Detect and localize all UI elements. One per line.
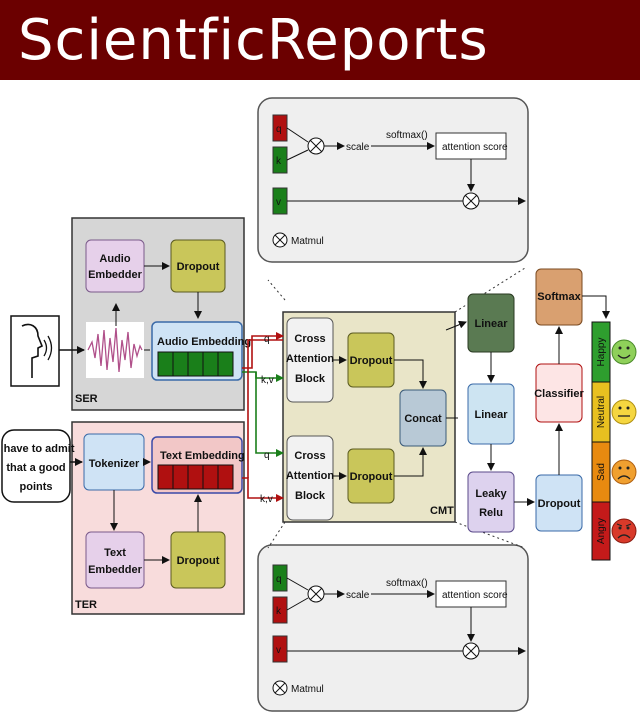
audio-embedder-box [85, 239, 145, 293]
cmt-panel: CMT Cross Attention Block Dropout Cross … [282, 311, 456, 523]
scale-label-bottom: scale [346, 590, 370, 601]
leaky-relu-line2: Relu [479, 507, 503, 519]
softmax-label: Softmax [537, 291, 581, 303]
leaky-relu-box [467, 471, 515, 533]
classification-head: Linear Linear Leaky Relu Dropout Classif… [467, 268, 610, 533]
v-input-bottom [272, 635, 288, 663]
emotion-label-neutral: Neutral [596, 396, 607, 428]
matmul-node-bottom [462, 642, 480, 660]
cmt-dropout-bottom-label: Dropout [350, 471, 393, 483]
q-input-top [272, 114, 288, 142]
ser-dropout-label: Dropout [177, 261, 220, 273]
journal-banner: ScientficReports [0, 0, 640, 80]
k-label-bottom: k [276, 606, 282, 617]
emotion-label-angry: Angry [596, 518, 607, 544]
linear-label-2: Linear [474, 409, 508, 421]
audio-embedding-vector [157, 351, 234, 377]
text-to-cmt-arrows [242, 339, 284, 502]
sad-face-icon [611, 459, 637, 485]
cmt-dropout-top-label: Dropout [350, 355, 393, 367]
text-embedder-box [85, 531, 145, 589]
text-embedding-label: Text Embedding [160, 450, 245, 462]
happy-face-icon [611, 339, 637, 365]
audio-embedder-line2: Embedder [88, 269, 143, 281]
ser-panel: SER Audio Embedder Dropout Audio Embeddi… [71, 217, 251, 411]
multiply-icon-top [307, 137, 325, 155]
input-text-line3: points [20, 481, 53, 493]
speaker-icon [10, 315, 60, 387]
matmul-legend-bottom: Matmul [291, 684, 324, 695]
classifier-label: Classifier [534, 388, 584, 400]
input-text-box: I have to admit that a good points [0, 429, 75, 503]
v-label-bottom: v [276, 645, 281, 656]
emotion-scale: Happy Neutral Sad Angry [591, 321, 637, 561]
ter-dropout-label: Dropout [177, 555, 220, 567]
multiply-icon-bottom [307, 585, 325, 603]
architecture-diagram: q k v scale softmax() attention score Ma… [0, 97, 637, 712]
neutral-face-icon [611, 399, 637, 425]
v-label-top: v [276, 197, 281, 208]
attention-score-label-bottom: attention score [442, 590, 508, 601]
q-arrow-label-bottom: q [264, 450, 270, 461]
attention-score-box-top [435, 132, 507, 160]
cross-attention-top-line1: Cross [294, 333, 325, 345]
kv-arrow-label-top: k,v [261, 375, 274, 386]
audio-to-cmt-arrows [242, 332, 284, 457]
cross-attention-bottom-line3: Block [295, 490, 326, 502]
emotion-bar-angry [591, 501, 611, 561]
text-embedder-line2: Embedder [88, 564, 143, 576]
linear-label-1: Linear [474, 318, 508, 330]
leaky-relu-line1: Leaky [475, 488, 507, 500]
text-embedder-line1: Text [104, 547, 126, 559]
cross-attention-top-line3: Block [295, 373, 326, 385]
cross-attention-top-line2: Attention [286, 353, 335, 365]
cross-attention-bottom-line2: Attention [286, 470, 335, 482]
q-label-bottom: q [276, 574, 282, 585]
matmul-legend-top: Matmul [291, 236, 324, 247]
q-label-top: q [276, 124, 282, 135]
ter-label: TER [75, 599, 97, 611]
scale-label-top: scale [346, 142, 370, 153]
cmt-label: CMT [430, 505, 454, 517]
k-label-top: k [276, 156, 282, 167]
matmul-legend-icon-top [272, 232, 288, 248]
input-text-line1: I have to admit [0, 443, 75, 455]
audio-embedding-label: Audio Embedding [157, 336, 251, 348]
attention-score-label-top: attention score [442, 142, 508, 153]
journal-title: ScientficReports [18, 8, 489, 73]
kv-arrow-label-bottom: k,v [260, 494, 273, 505]
waveform-icon [86, 322, 144, 378]
input-text-line2: that a good [6, 462, 65, 474]
matmul-legend-icon-bottom [272, 680, 288, 696]
tokenizer-label: Tokenizer [89, 458, 140, 470]
cross-attention-block-bottom [286, 435, 334, 521]
attention-panel-top: q k v scale softmax() attention score Ma… [257, 97, 529, 263]
softmax-label-top: softmax() [386, 130, 428, 141]
emotion-label-sad: Sad [596, 463, 607, 481]
emotion-label-happy: Happy [596, 338, 607, 367]
q-arrow-label-top: q [264, 334, 270, 345]
softmax-box [535, 268, 583, 326]
head-dropout-label: Dropout [538, 498, 581, 510]
softmax-label-bottom: softmax() [386, 578, 428, 589]
concat-label: Concat [404, 413, 442, 425]
matmul-node-top [462, 192, 480, 210]
attention-panel-bottom: q k v scale softmax() attention score Ma… [257, 544, 529, 712]
text-embedding-vector [157, 464, 234, 490]
angry-face-icon [611, 518, 637, 544]
cross-attention-bottom-line1: Cross [294, 450, 325, 462]
ter-panel: TER Tokenizer Text Embedding Text Embedd… [71, 421, 245, 615]
ser-label: SER [75, 393, 98, 405]
audio-embedder-line1: Audio [99, 253, 130, 265]
